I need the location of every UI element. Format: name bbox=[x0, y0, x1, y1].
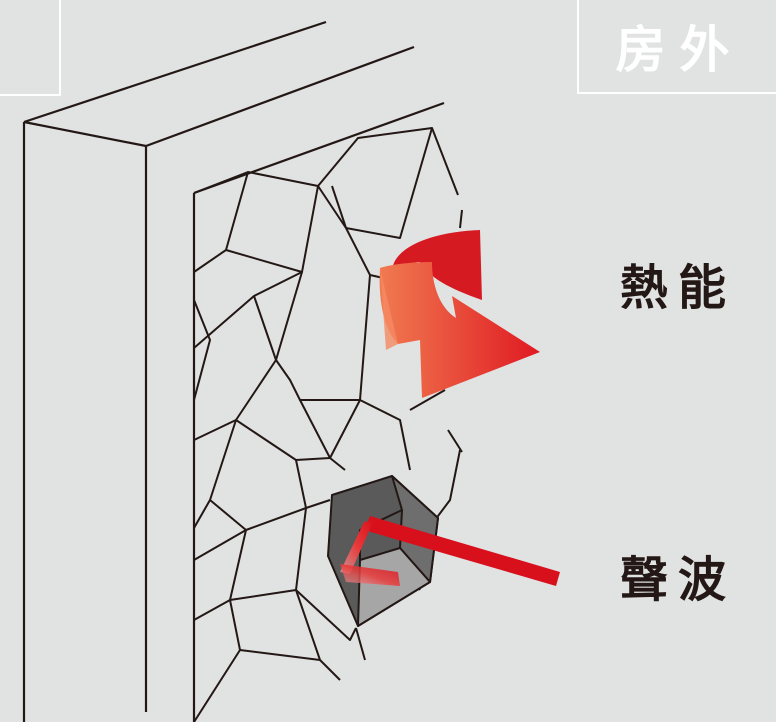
heat-label: 熱能 bbox=[620, 260, 737, 316]
foam-cells bbox=[193, 127, 463, 722]
foam-cavity bbox=[327, 475, 439, 627]
heat-arrow bbox=[379, 230, 540, 398]
wall-frame bbox=[22, 20, 445, 722]
sound-arrow bbox=[340, 516, 560, 586]
outside-label-box: 房外 bbox=[577, 0, 776, 94]
sound-label: 聲波 bbox=[620, 552, 737, 608]
frame-corner bbox=[0, 0, 61, 96]
outside-label: 房外 bbox=[615, 20, 744, 79]
